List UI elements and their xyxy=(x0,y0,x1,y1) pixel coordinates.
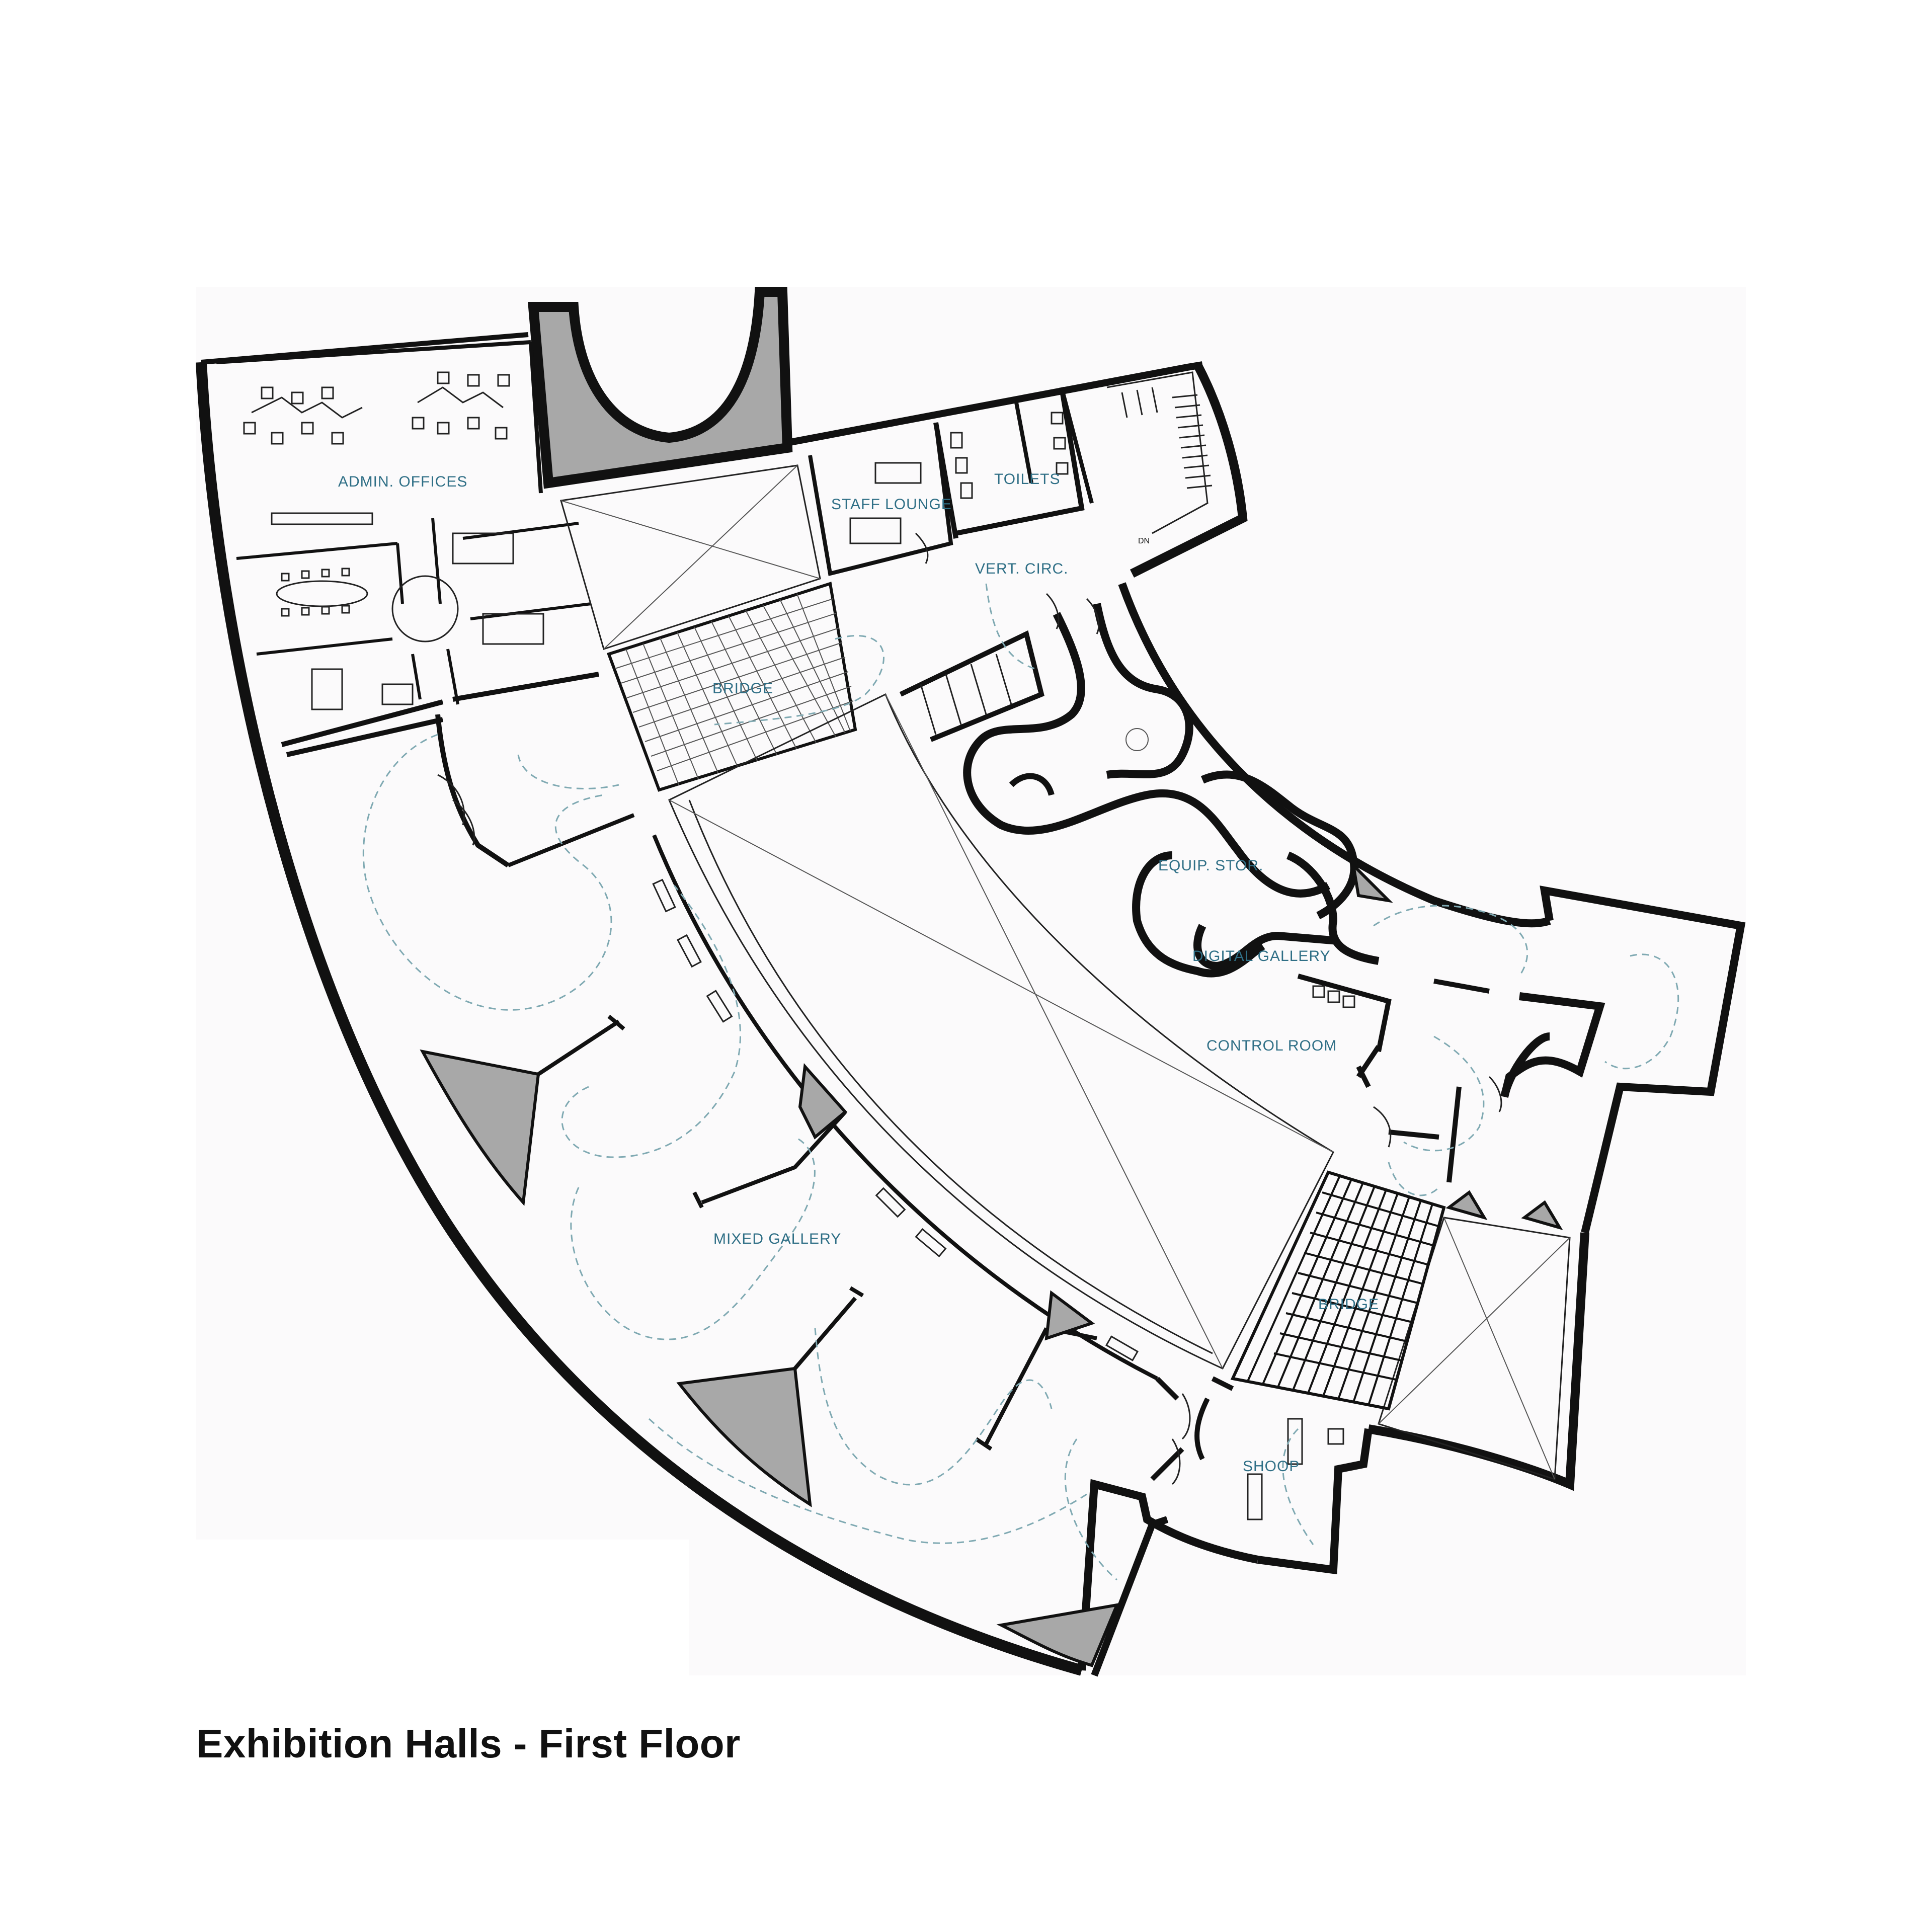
label-staff-lounge: STAFF LOUNGE xyxy=(831,496,952,513)
room-labels: ADMIN. OFFICES STAFF LOUNGE TOILETS VERT… xyxy=(338,471,1379,1475)
label-toilets: TOILETS xyxy=(994,471,1060,488)
lower-bridge xyxy=(1230,1170,1446,1411)
mixed-gallery xyxy=(286,714,1184,1677)
right-wing xyxy=(1356,979,1605,1230)
lower-right-void xyxy=(1378,1217,1571,1481)
drawing-title: Exhibition Halls - First Floor xyxy=(196,1721,741,1766)
label-control-room: CONTROL ROOM xyxy=(1206,1037,1337,1054)
upper-void xyxy=(560,464,821,650)
outer-walls xyxy=(196,332,1746,1676)
digital-gallery-walls xyxy=(963,603,1393,978)
admin-offices-block xyxy=(216,340,599,747)
stair-down-marker: DN xyxy=(1138,537,1150,545)
label-equip-stor: EQUIP. STOR. xyxy=(1158,857,1263,874)
label-shop: SHOOP xyxy=(1243,1458,1300,1475)
visitor-routes xyxy=(362,583,1679,1581)
background-gap xyxy=(196,1540,689,1680)
doors xyxy=(437,532,1502,1485)
label-bridge-upper: BRIDGE xyxy=(712,680,773,697)
label-bridge-lower: BRIDGE xyxy=(1318,1296,1379,1313)
central-atrium xyxy=(668,693,1334,1370)
staff-lounge-toilets xyxy=(808,386,1094,576)
u-shaped-core xyxy=(528,287,793,489)
label-admin-offices: ADMIN. OFFICES xyxy=(338,473,467,490)
stair: DN xyxy=(1106,371,1213,545)
background-panel xyxy=(196,287,1746,1675)
label-digital-gallery: DIGITAL GALLERY xyxy=(1192,948,1331,964)
label-mixed-gallery: MIXED GALLERY xyxy=(713,1231,841,1247)
label-vert-circ: VERT. CIRC. xyxy=(975,560,1068,577)
vertical-circulation xyxy=(899,630,1044,742)
upper-bridge xyxy=(607,582,857,792)
